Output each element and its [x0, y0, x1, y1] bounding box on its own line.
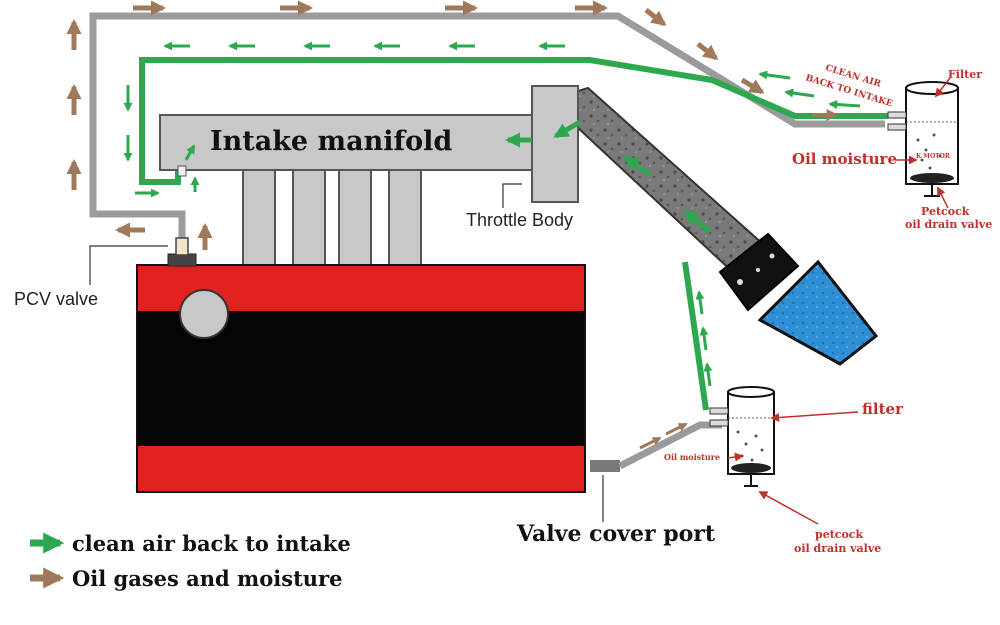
petcock-top-label-2: oil drain valve	[905, 218, 992, 231]
catch-can-bottom	[709, 386, 775, 487]
filter-top-label: Filter	[948, 68, 982, 81]
valve-cover-port-label: Valve cover port	[516, 521, 716, 547]
legend-item-clean-air: clean air back to intake	[30, 531, 351, 556]
petcock-bottom-label-2: oil drain valve	[794, 542, 881, 555]
intake-manifold	[159, 114, 533, 266]
runner-2	[292, 169, 326, 266]
callout-lines	[89, 77, 951, 525]
filter-bottom-label: filter	[862, 400, 904, 418]
runner-3	[338, 169, 372, 266]
clean-air-return-line-bottom	[682, 261, 709, 411]
pcv-valve	[175, 237, 189, 256]
legend-clean-air-label: clean air back to intake	[72, 531, 351, 556]
throttle-body	[531, 85, 579, 203]
oil-gas-arrows	[66, 0, 839, 450]
engine-bottom-stripe	[138, 446, 584, 491]
petcock-top-label-1: Petcock	[921, 205, 970, 218]
cone-air-filter	[757, 259, 879, 366]
manifold-port	[177, 165, 187, 177]
air-filter-clamp	[718, 232, 800, 312]
motor-tag-label: K MOTOR	[916, 153, 951, 160]
oil-moisture-bottom-label: Oil moisture	[664, 452, 720, 462]
legend-oil-gases-label: Oil gases and moisture	[72, 566, 342, 591]
clean-air-arrows	[123, 41, 861, 387]
legend-item-oil-gases: Oil gases and moisture	[30, 566, 342, 591]
pcv-hose	[89, 12, 885, 240]
oil-moisture-top-label: Oil moisture	[792, 150, 897, 168]
engine-block	[136, 237, 586, 493]
runner-1	[242, 169, 276, 266]
legend: clean air back to intake Oil gases and m…	[30, 531, 351, 591]
catch-can-top	[887, 81, 959, 197]
runner-4	[388, 169, 422, 266]
pcv-valve-base	[167, 253, 197, 267]
clean-air-return-line-top	[139, 57, 888, 185]
petcock-bottom-label-1: petcock	[815, 528, 864, 541]
pcv-valve-label: PCV valve	[14, 289, 98, 309]
oil-filler-cap	[179, 289, 229, 339]
intake-manifold-label: Intake manifold	[210, 126, 452, 157]
throttle-body-label: Throttle Body	[466, 210, 573, 230]
